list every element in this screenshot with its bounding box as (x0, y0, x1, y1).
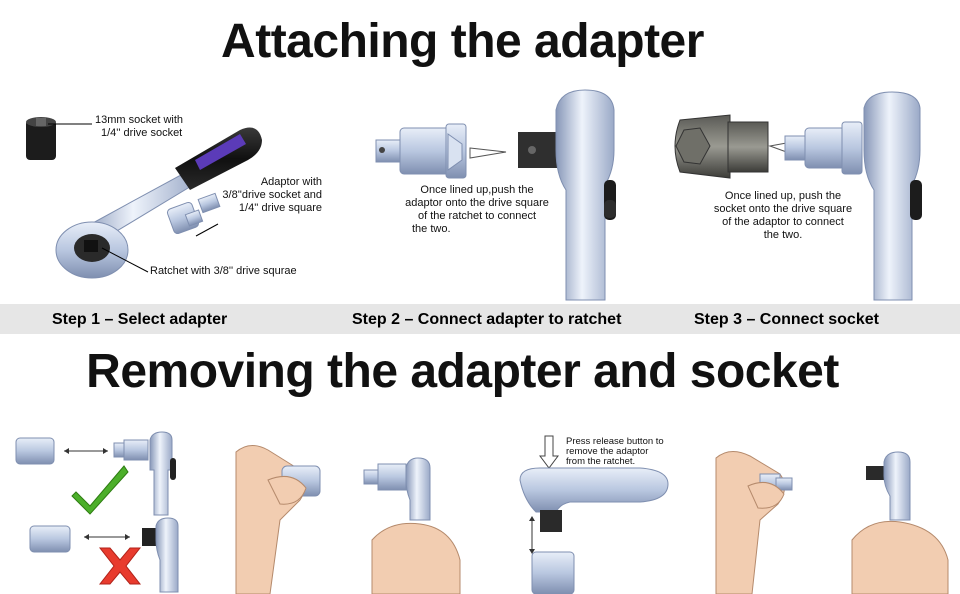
callout-step2: Once lined up,push the adaptor onto the … (405, 184, 549, 235)
step-2-label: Step 2 – Connect adapter to ratchet (352, 311, 622, 328)
step-3-label: Step 3 – Connect socket (694, 311, 879, 328)
removal-panel-hand-bare (851, 451, 949, 594)
socket-13mm (26, 117, 56, 160)
callout-step3: Once lined up, push the socket onto the … (713, 190, 853, 241)
removal-panel-hand-adaptor (715, 451, 793, 594)
title-removing: Removing the adapter and socket (86, 345, 839, 398)
steps-band (0, 304, 960, 334)
check-icon (71, 465, 129, 515)
title-attaching: Attaching the adapter (221, 15, 704, 68)
callout-adaptor: Adaptor with 3/8''drive socket and 1/4''… (222, 176, 322, 214)
ratchet-step3 (863, 91, 922, 301)
callout-ratchet: Ratchet with 3/8'' drive squrae (150, 265, 297, 277)
removal-panel-compare (15, 431, 179, 593)
ratchet-step1 (55, 127, 262, 279)
removal-panel-hand-ratchet (363, 457, 461, 594)
callout-release: Press release button to remove the adapt… (566, 436, 664, 467)
callout-socket: 13mm socket with 1/4'' drive socket (95, 114, 184, 139)
adaptor-step1 (166, 192, 221, 235)
adaptor-step3 (784, 121, 863, 175)
removal-panel-release (519, 435, 669, 594)
socket-step3 (674, 114, 769, 179)
removal-panel-hand-socket (235, 445, 321, 594)
step-1-label: Step 1 – Select adapter (52, 311, 228, 328)
adaptor-step2 (375, 123, 467, 179)
ratchet-step2 (518, 89, 616, 301)
cross-icon (98, 547, 142, 585)
